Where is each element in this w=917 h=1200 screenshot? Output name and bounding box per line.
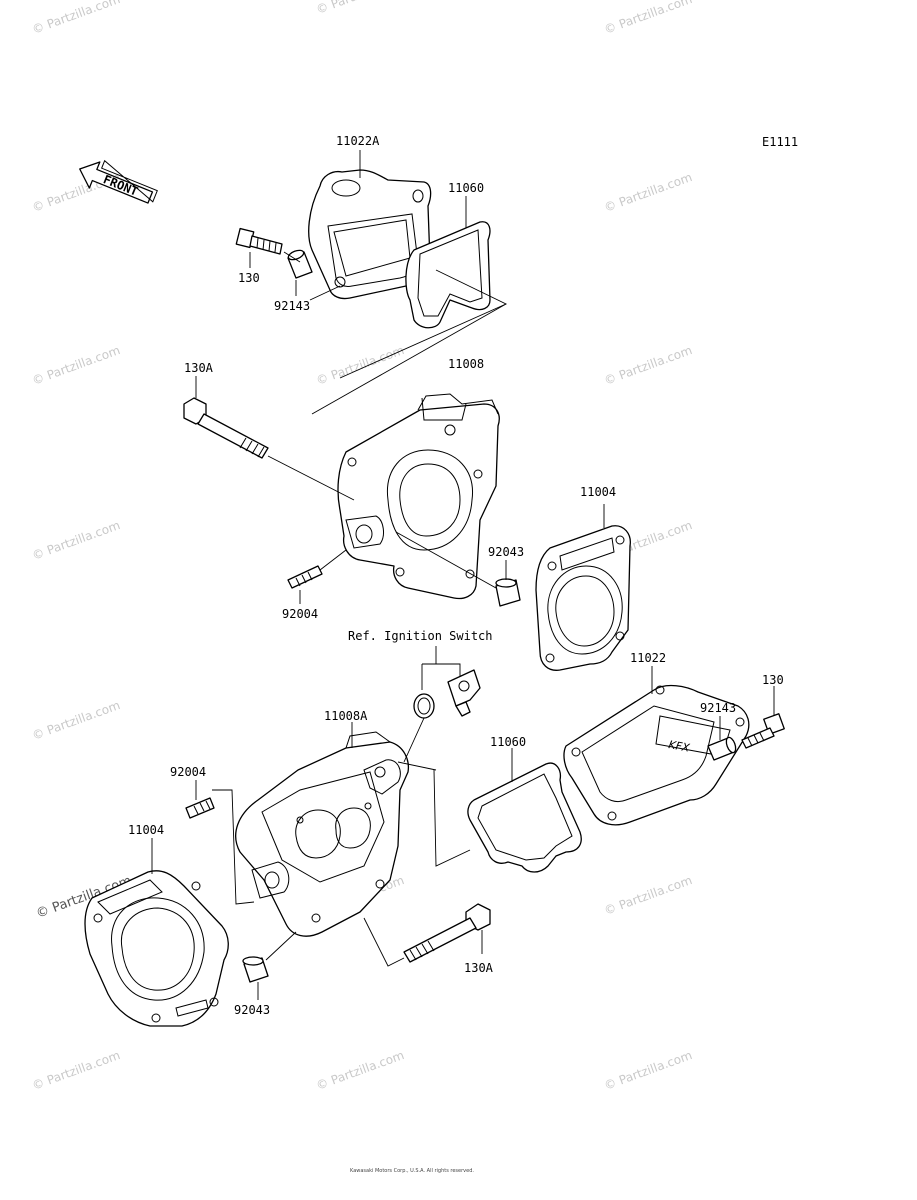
watermark: © Partzilla.com xyxy=(30,518,122,563)
cylinder-head-front xyxy=(337,393,500,600)
label-11060-top: 11060 xyxy=(448,181,484,195)
stud-92004-mid xyxy=(287,565,323,589)
bolt-130-right xyxy=(741,713,785,749)
dowel-92043-mid xyxy=(495,578,521,607)
dowel-92043-bottom xyxy=(242,956,269,983)
watermark: © Partzilla.com xyxy=(30,0,122,37)
watermark: © Partzilla.com xyxy=(602,0,694,37)
label-92043-top: 92043 xyxy=(488,545,524,559)
gasket-11060-mid xyxy=(467,762,582,873)
watermark: © Partzilla.com xyxy=(602,873,694,918)
label-92004-top: 92004 xyxy=(282,607,318,621)
front-arrow-icon: FRONT xyxy=(79,159,158,204)
bolt-130-top xyxy=(235,227,283,255)
diagram-code: E1111 xyxy=(762,135,798,149)
label-11008a: 11008A xyxy=(324,709,368,723)
o-ring xyxy=(413,693,435,719)
label-130-right: 130 xyxy=(762,673,784,687)
watermark: © Partzilla.com xyxy=(314,343,406,388)
label-92143-right: 92143 xyxy=(700,701,736,715)
watermark: © Partzilla.com xyxy=(314,0,406,17)
watermark: © Partzilla.com xyxy=(602,170,694,215)
head-gasket-11004-right xyxy=(535,525,631,671)
watermark: © Partzilla.com xyxy=(602,1048,694,1093)
label-92043-bottom: 92043 xyxy=(234,1003,270,1017)
label-11060-mid: 11060 xyxy=(490,735,526,749)
cylinder-head-rear xyxy=(235,731,410,937)
long-bolt-130a xyxy=(183,397,269,459)
ignition-switch-sensor xyxy=(447,669,481,717)
head-gasket-11004-left xyxy=(84,870,229,1027)
label-130-top: 130 xyxy=(238,271,260,285)
label-11004-left: 11004 xyxy=(128,823,164,837)
watermark: © Partzilla.com xyxy=(314,1048,406,1093)
watermark: © Partzilla.com xyxy=(30,343,122,388)
cover-logo: KFX xyxy=(667,738,690,755)
collar-92143-right xyxy=(707,736,737,761)
collar-92143-top xyxy=(287,249,313,279)
label-130a-top: 130A xyxy=(184,361,214,375)
watermark: © Partzilla.com xyxy=(602,343,694,388)
label-11022: 11022 xyxy=(630,651,666,665)
label-92004-left: 92004 xyxy=(170,765,206,779)
ref-ignition-switch: Ref. Ignition Switch xyxy=(348,629,493,643)
label-11004-right: 11004 xyxy=(580,485,616,499)
cylinder-head-cover-right: KFX xyxy=(563,684,750,826)
stud-92004-bottom xyxy=(185,797,215,819)
label-92143-top: 92143 xyxy=(274,299,310,313)
label-11022a: 11022A xyxy=(336,134,380,148)
copyright-note: Kawasaki Motors Corp., U.S.A. All rights… xyxy=(350,1168,474,1174)
watermark: © Partzilla.com xyxy=(30,698,122,743)
bolt-130a-bottom xyxy=(403,903,491,963)
label-11008: 11008 xyxy=(448,357,484,371)
watermark: © Partzilla.com xyxy=(30,1048,122,1093)
label-130a-bottom: 130A xyxy=(464,961,494,975)
